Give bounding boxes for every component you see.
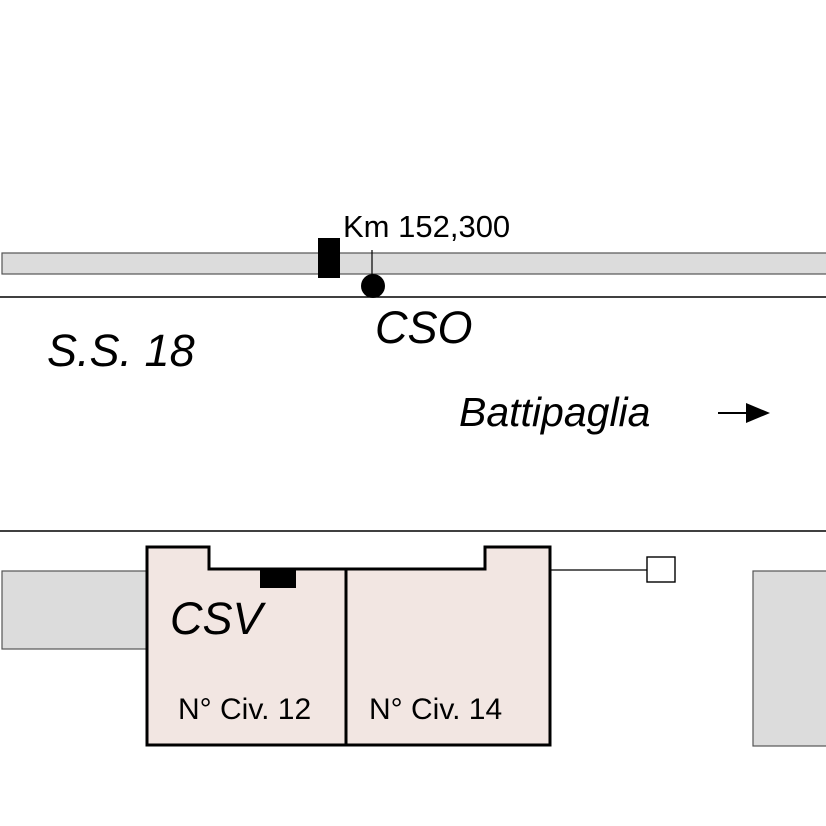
km-marker-label: Km 152,300 — [343, 209, 510, 244]
side-building-left — [1, 570, 149, 650]
cso-label: CSO — [375, 302, 473, 353]
direction-label: Battipaglia — [459, 389, 650, 435]
civic-number-14: N° Civ. 14 — [369, 693, 502, 726]
road-name-label: S.S. 18 — [47, 325, 195, 376]
csv-point-marker — [260, 569, 296, 588]
main-building — [145, 545, 552, 747]
km-marker-post — [318, 238, 340, 278]
right-arrow-icon — [718, 403, 770, 423]
road-top-strip — [1, 252, 826, 275]
civic-number-12: N° Civ. 12 — [178, 693, 311, 726]
small-box — [646, 556, 676, 583]
csv-label: CSV — [170, 593, 267, 644]
side-building-right — [752, 570, 826, 747]
cso-point-marker — [361, 274, 385, 298]
